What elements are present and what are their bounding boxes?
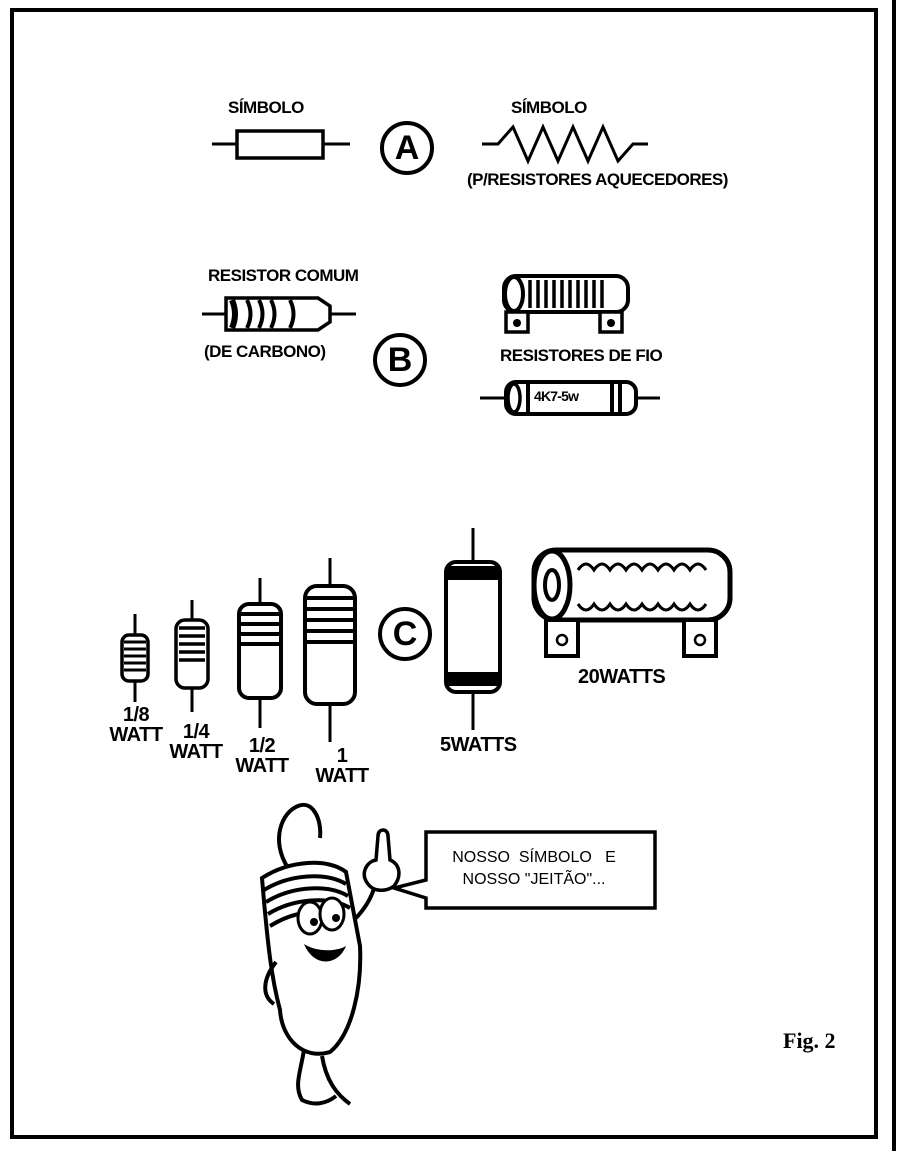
- label-five-watts: 5WATTS: [440, 734, 517, 756]
- page-edge: [892, 0, 896, 1151]
- carbon-label: (DE CARBONO): [204, 342, 326, 361]
- unit-eighth: WATT: [109, 724, 163, 746]
- label-eighth-watt: 1/8 WATT: [106, 705, 166, 745]
- label-quarter-watt: 1/4 WATT: [166, 722, 226, 762]
- section-c-marker: C: [378, 607, 432, 661]
- resistor-one-watt: [303, 558, 357, 742]
- wire-resistor-marking: 4K7-5w: [534, 388, 579, 404]
- unit-half: WATT: [235, 755, 289, 777]
- label-one-watt: 1 WATT: [312, 746, 372, 786]
- resistor-symbol-label: SÍMBOLO: [228, 98, 304, 117]
- label-half-watt: 1/2 WATT: [232, 736, 292, 776]
- unit-quarter: WATT: [169, 741, 223, 763]
- wire-resistors-label: RESISTORES DE FIO: [500, 346, 663, 365]
- resistor-eighth-watt: [120, 614, 150, 702]
- figure-label: Fig. 2: [783, 1028, 836, 1053]
- label-twenty-watts: 20WATTS: [578, 666, 666, 688]
- heater-symbol-label: SÍMBOLO: [511, 98, 587, 117]
- resistor-half-watt: [237, 578, 283, 728]
- unit-one: WATT: [315, 765, 369, 787]
- rating-half: 1/2: [248, 735, 276, 757]
- resistor-five-watts: [444, 528, 502, 730]
- figure-frame: [10, 8, 878, 1139]
- rating-eighth: 1/8: [122, 704, 150, 726]
- rating-one: 1: [336, 745, 348, 767]
- heater-caption: (P/RESISTORES AQUECEDORES): [467, 170, 728, 189]
- resistor-twenty-watts: [531, 547, 733, 658]
- section-b-marker: B: [373, 333, 427, 387]
- speech-line-1: NOSSO SÍMBOLO E: [452, 849, 616, 866]
- resistor-quarter-watt: [174, 600, 210, 712]
- speech-bubble-text: NOSSO SÍMBOLO E NOSSO "JEITÃO"...: [434, 847, 634, 891]
- common-resistor-label: RESISTOR COMUM: [208, 266, 359, 285]
- speech-line-2: NOSSO "JEITÃO"...: [462, 871, 606, 888]
- rating-quarter: 1/4: [182, 721, 210, 743]
- section-a-marker: A: [380, 121, 434, 175]
